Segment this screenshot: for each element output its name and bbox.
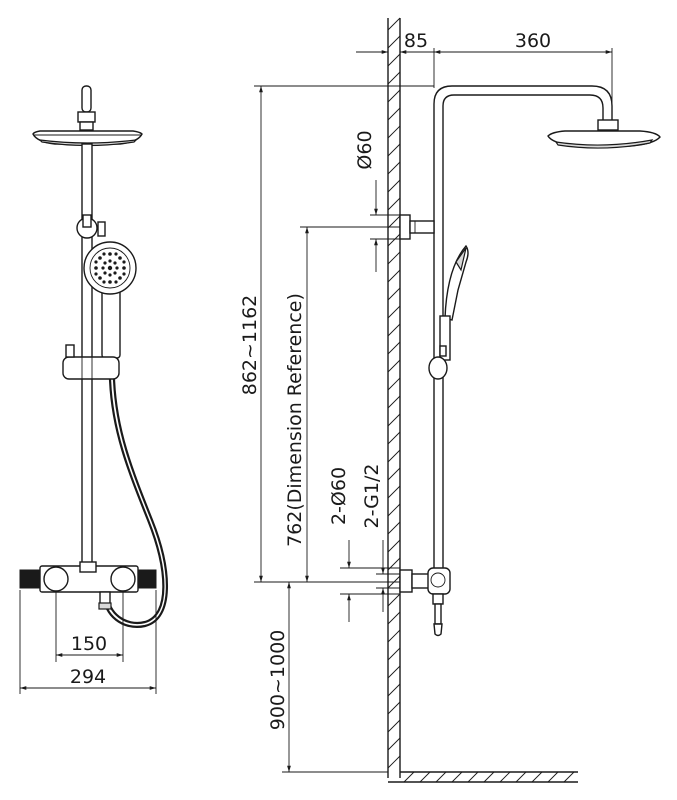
shower-arm [433, 85, 613, 591]
mixer-side-icon [399, 567, 451, 637]
dimension-total-height: 862~1162 [239, 85, 434, 583]
upper-wall-bracket-icon [399, 214, 435, 240]
slide-holder-icon [76, 214, 106, 239]
hand-shower-side-icon [439, 244, 469, 361]
side-slide-holder-icon [428, 345, 448, 380]
label-arm-length: 360 [515, 30, 551, 52]
hand-shower-icon [83, 241, 137, 359]
dimension-head-diameter: Ø60 [354, 130, 400, 272]
dimension-mount-height: 900~1000 [267, 582, 388, 773]
label-overall-width: 294 [70, 666, 106, 688]
riser-top-icon [77, 85, 96, 131]
floor-section-hatch [388, 771, 578, 783]
label-reference-height: 762(Dimension Reference) [284, 293, 306, 547]
front-view: 150 294 [19, 85, 168, 694]
wall-section-hatch [387, 17, 401, 778]
label-wall-offset: 85 [404, 30, 428, 52]
rain-head-side-icon [547, 119, 661, 149]
dimension-inlet: 2-Ø60 2-G1/2 [328, 464, 400, 622]
label-mount-height: 900~1000 [267, 630, 289, 731]
dimension-top-horizontal: 85 360 [356, 30, 613, 108]
dimension-inlet-spacing: 150 [55, 592, 124, 662]
label-inlet-diameter: 2-Ø60 [328, 467, 350, 525]
label-total-height: 862~1162 [239, 295, 261, 396]
thermostatic-mixer-icon [19, 561, 157, 610]
side-view: 85 360 Ø60 862~1162 762(Dimension Refere… [239, 17, 661, 783]
shower-hose [106, 378, 165, 625]
dimension-reference-height: 762(Dimension Reference) [284, 226, 400, 582]
label-inlet-thread: 2-G1/2 [361, 464, 383, 529]
rain-shower-head-icon [32, 130, 143, 147]
dimension-overall-width: 294 [19, 590, 157, 694]
lower-bracket-icon [62, 344, 120, 380]
label-inlet-spacing: 150 [71, 633, 107, 655]
label-head-diameter: Ø60 [354, 130, 376, 169]
